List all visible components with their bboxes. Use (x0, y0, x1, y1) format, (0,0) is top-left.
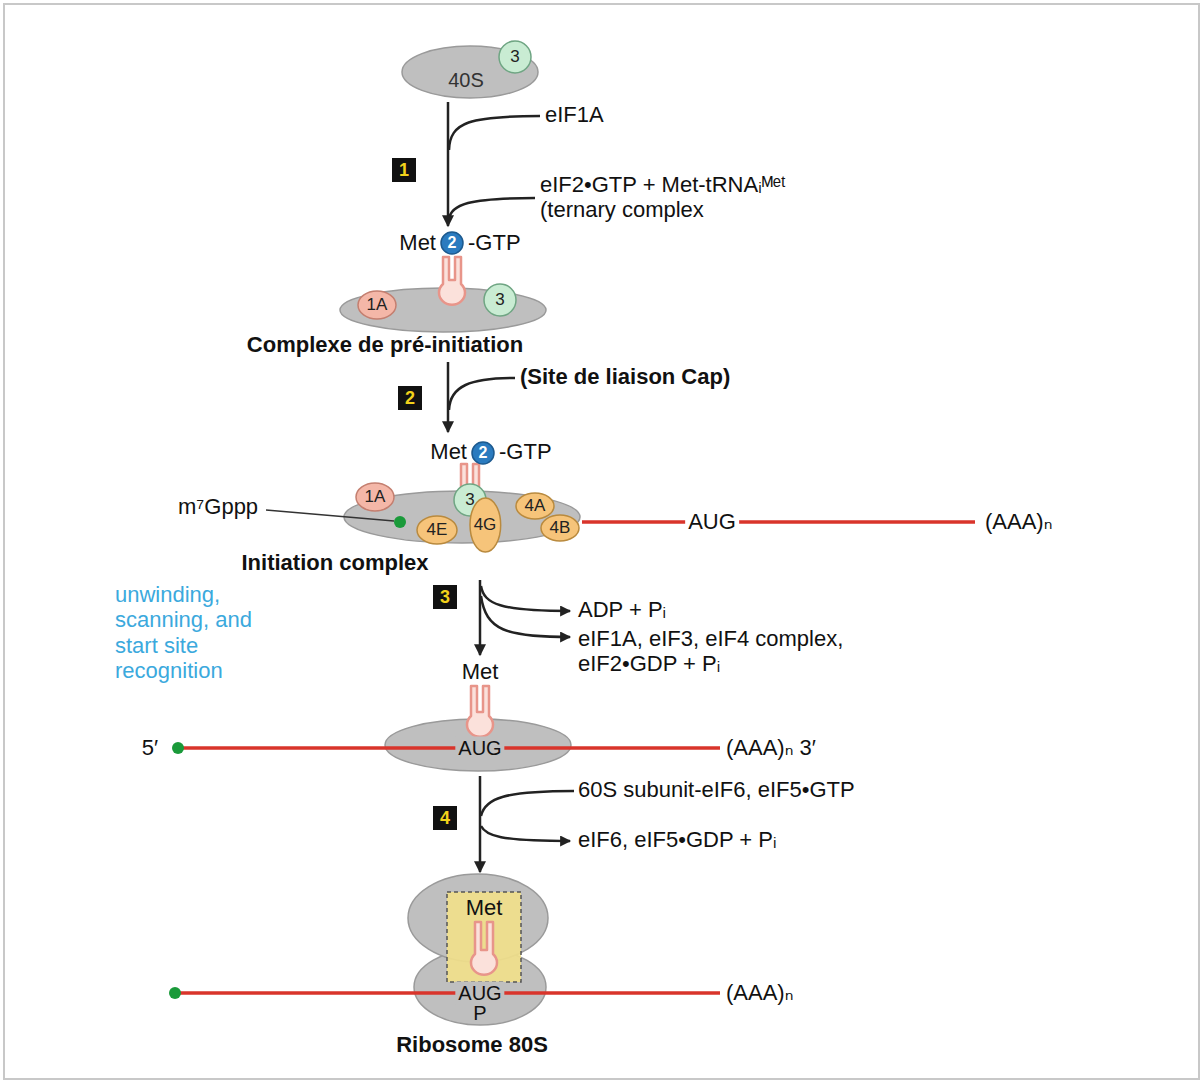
node-text: Met (466, 895, 503, 920)
annotation-label: Met (430, 439, 467, 464)
step-number: 3 (433, 585, 457, 609)
factor-circle: 2 (440, 231, 464, 255)
node-text: AUG (455, 982, 504, 1005)
factor-circle-outline (356, 483, 394, 511)
annotation-label: eIF2•GTP + Met-tRNAᵢᴹᵉᵗ (ternary complex (540, 172, 840, 223)
flow-arrow (479, 580, 482, 655)
node-text: 2 (405, 388, 415, 409)
trna-shape (471, 922, 497, 975)
annotation-label: eIF1A (545, 102, 604, 127)
factor-circle: 3 (498, 40, 532, 74)
node-text: 4A (525, 496, 546, 516)
factor-circle-outline (472, 442, 494, 464)
node-text: Initiation complex (241, 550, 428, 575)
node-text: 4B (550, 518, 571, 538)
mrna-strand (175, 991, 720, 995)
picture-frame (4, 4, 1199, 1079)
release-arrow (481, 826, 570, 841)
node-text: AUG (455, 737, 504, 760)
annotation-label: ADP + Pᵢ (578, 597, 666, 622)
flow-arrow (447, 102, 450, 226)
annotation-label: m⁷Gppp (178, 494, 258, 519)
annotation-label: Met (462, 659, 499, 684)
node-text: 1A (367, 295, 388, 315)
node-text: 1A (365, 487, 386, 507)
release-arrow (481, 596, 570, 637)
node-text: Complexe de pré-initiation (247, 332, 523, 357)
annotation-label: -GTP (468, 230, 521, 255)
factor-circle: 3 (483, 283, 517, 317)
step-box-fill (433, 585, 457, 609)
node-text: 2 (448, 234, 457, 252)
step-number: 4 (433, 806, 457, 830)
factor-circle-outline (541, 515, 579, 541)
step-number: 1 (392, 158, 416, 182)
cap-dot (172, 742, 184, 754)
node-text: 4G (474, 515, 497, 535)
node-text: 4E (427, 520, 448, 540)
node-text: 3 (440, 587, 450, 608)
node-text: 4 (440, 808, 450, 829)
annotation-label: eIF1A, eIF3, eIF4 complex, eIF2•GDP + Pᵢ (578, 626, 878, 677)
mrna-strand (582, 520, 975, 524)
merge-curve (481, 791, 574, 816)
flow-arrow (479, 776, 482, 872)
merge-curve (449, 116, 540, 150)
factor-circle: 1A (357, 290, 397, 320)
merge-curve (449, 378, 515, 410)
node-text: P (473, 1002, 486, 1025)
ribosome-80s: MetAUGP Ribosome 80S (390, 872, 556, 1062)
node-text: 3 (495, 290, 504, 310)
mrna-strand (178, 746, 720, 750)
annotation-label: -GTP (499, 439, 552, 464)
step-box-fill (433, 806, 457, 830)
ribosome-40s: 40S 3 (400, 38, 542, 102)
flow-arrow (447, 362, 450, 432)
factor-circle: 2 (471, 441, 495, 465)
annotation-label: Met (399, 230, 436, 255)
factor-circle: 4E (416, 515, 458, 545)
annotation-label: 60S subunit-eIF6, eIF5•GTP (578, 777, 855, 802)
factor-circle-outline (358, 291, 396, 319)
factor-circle: 4B (540, 514, 580, 542)
factor-circle: 4A (515, 492, 555, 520)
annotation-label: (Site de liaison Cap) (520, 364, 730, 389)
p-site-highlight (447, 892, 521, 982)
annotation-label: 5′ (142, 735, 158, 760)
node-text: 3 (510, 47, 519, 67)
cap-dot (169, 987, 181, 999)
node-text: Ribosome 80S (396, 1032, 548, 1057)
annotation-label: (AAA)ₙ (985, 509, 1052, 534)
factor-circle-outline (484, 284, 516, 316)
release-arrow (481, 586, 570, 611)
annotation-label: unwinding, scanning, and start site reco… (115, 582, 290, 683)
factor-circle-outline (441, 232, 463, 254)
step-box-fill (392, 158, 416, 182)
factor-circle-outline (470, 498, 501, 552)
annotation-label: AUG (685, 509, 739, 534)
merge-curve (449, 198, 535, 220)
factor-circle: 1A (355, 482, 395, 512)
trna-shape (467, 686, 493, 737)
node-text: 2 (479, 444, 488, 462)
cap-dot (394, 516, 406, 528)
node-text: 1 (399, 160, 409, 181)
factor-circle-outline (516, 493, 554, 519)
annotation-label: (AAA)ₙ 3′ (726, 735, 816, 760)
annotation-label: (AAA)ₙ (726, 980, 793, 1005)
node-text: 3 (465, 490, 474, 510)
trna-shape (439, 257, 465, 305)
step-number: 2 (398, 386, 422, 410)
factor-circle-outline (417, 516, 457, 544)
factor-circle-outline (499, 41, 531, 73)
step-box-fill (398, 386, 422, 410)
annotation-label: eIF6, eIF5•GDP + Pᵢ (578, 827, 776, 852)
node-text: 40S (448, 69, 484, 92)
